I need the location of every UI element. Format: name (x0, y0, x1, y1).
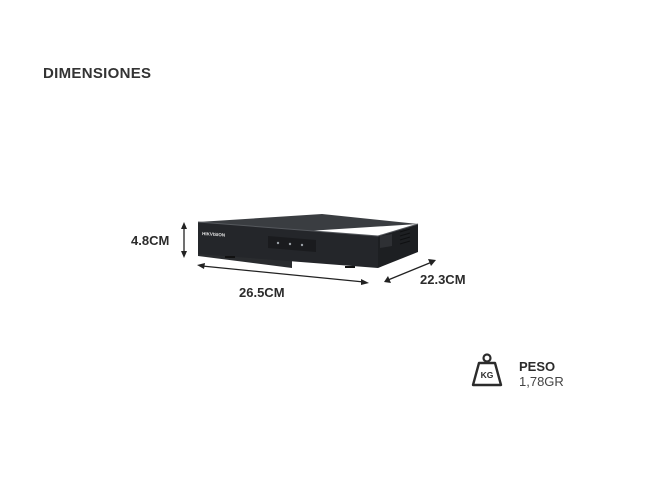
page-title: DIMENSIONES (43, 65, 152, 82)
weight-value: 1,78GR (519, 374, 564, 389)
device-led-panel (268, 236, 316, 252)
height-arrow (181, 222, 187, 258)
weight-kg-icon: KG (471, 353, 503, 387)
brand-logo: HIKVISION (202, 231, 225, 238)
weight-icon-text: KG (481, 370, 494, 380)
led-indicator (276, 241, 280, 245)
led-indicator (300, 243, 304, 247)
depth-arrow (384, 259, 436, 283)
height-label: 4.8CM (131, 233, 170, 248)
depth-label: 22.3CM (420, 272, 466, 287)
weight-label: PESO (519, 359, 556, 374)
width-label: 26.5CM (239, 285, 285, 300)
width-arrow (197, 263, 369, 285)
weight-info: KG PESO 1,78GR (470, 352, 590, 392)
led-indicator (288, 242, 292, 246)
